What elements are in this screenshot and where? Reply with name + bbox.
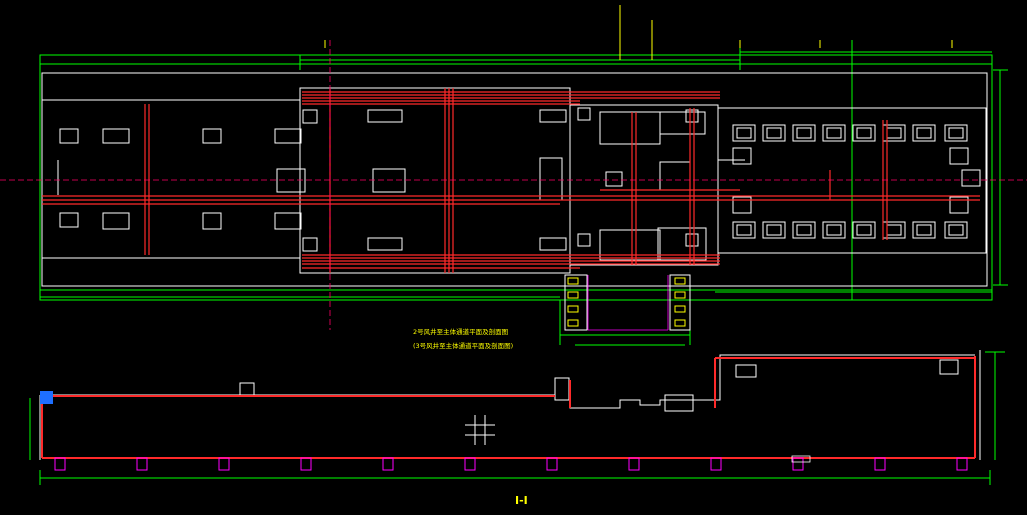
section-view	[29, 350, 1005, 485]
plan-openings	[59, 107, 699, 252]
grid-side-opening	[732, 147, 752, 165]
grid-opening-inner	[736, 127, 752, 139]
plan-title-line1: 2号风井至主体通道平面及剖面图	[413, 328, 509, 336]
pile-cap	[382, 457, 394, 471]
pile-cap	[546, 457, 558, 471]
plan-yellow-blocks	[567, 277, 686, 327]
grid-opening	[732, 124, 756, 142]
plan-dimension-lines	[39, 40, 1008, 346]
grid-side-opening	[732, 196, 752, 214]
grid-opening-inner	[826, 127, 842, 139]
pipe-runs	[42, 88, 980, 273]
grid-opening	[852, 124, 876, 142]
pile-cap	[54, 457, 66, 471]
section-label: I-I	[515, 494, 528, 507]
grid-opening-inner	[856, 224, 872, 236]
section-outline	[39, 350, 981, 460]
grid-opening	[792, 124, 816, 142]
grid-opening-inner	[766, 127, 782, 139]
pile-cap	[218, 457, 230, 471]
pile-cap	[464, 457, 476, 471]
pile-cap	[628, 457, 640, 471]
grid-side-opening	[949, 147, 969, 165]
pile-cap	[956, 457, 968, 471]
pile-cap	[300, 457, 312, 471]
magenta-leaders	[587, 275, 669, 331]
selection-grip-icon[interactable]	[40, 391, 53, 404]
grid-opening-inner	[856, 127, 872, 139]
plan-annotation-ticks	[324, 5, 953, 60]
plan-right-grid	[732, 124, 981, 239]
grid-opening	[882, 124, 906, 142]
grid-opening-inner	[796, 224, 812, 236]
grid-opening	[882, 221, 906, 239]
grid-opening-inner	[948, 127, 964, 139]
grid-opening-inner	[826, 224, 842, 236]
grid-opening-inner	[916, 224, 932, 236]
section-walls	[41, 356, 976, 459]
grid-opening	[762, 124, 786, 142]
grid-opening	[822, 221, 846, 239]
grid-opening	[912, 124, 936, 142]
grid-opening-inner	[948, 224, 964, 236]
grid-opening	[944, 221, 968, 239]
section-piles	[54, 457, 968, 471]
pile-cap	[792, 457, 804, 471]
grid-side-opening	[961, 169, 981, 187]
grid-opening-inner	[886, 224, 902, 236]
plan-title-line2: (3号风井至主体通道平面及剖面图)	[413, 342, 514, 350]
grid-opening	[792, 221, 816, 239]
grid-opening	[732, 221, 756, 239]
pile-cap	[136, 457, 148, 471]
grid-opening	[912, 221, 936, 239]
grid-opening-inner	[766, 224, 782, 236]
plan-view	[0, 5, 1027, 346]
grid-opening-inner	[886, 127, 902, 139]
grid-opening	[762, 221, 786, 239]
plan-outline	[41, 72, 988, 331]
grid-side-opening	[949, 196, 969, 214]
grid-opening	[944, 124, 968, 142]
grid-opening-inner	[916, 127, 932, 139]
pile-cap	[710, 457, 722, 471]
section-scale-hatch	[791, 455, 811, 463]
section-dimension-lines	[29, 351, 1005, 485]
plan-axes	[0, 40, 1027, 330]
pile-cap	[874, 457, 886, 471]
grid-opening	[822, 124, 846, 142]
grid-opening-inner	[796, 127, 812, 139]
grid-opening-inner	[736, 224, 752, 236]
grid-opening	[852, 221, 876, 239]
